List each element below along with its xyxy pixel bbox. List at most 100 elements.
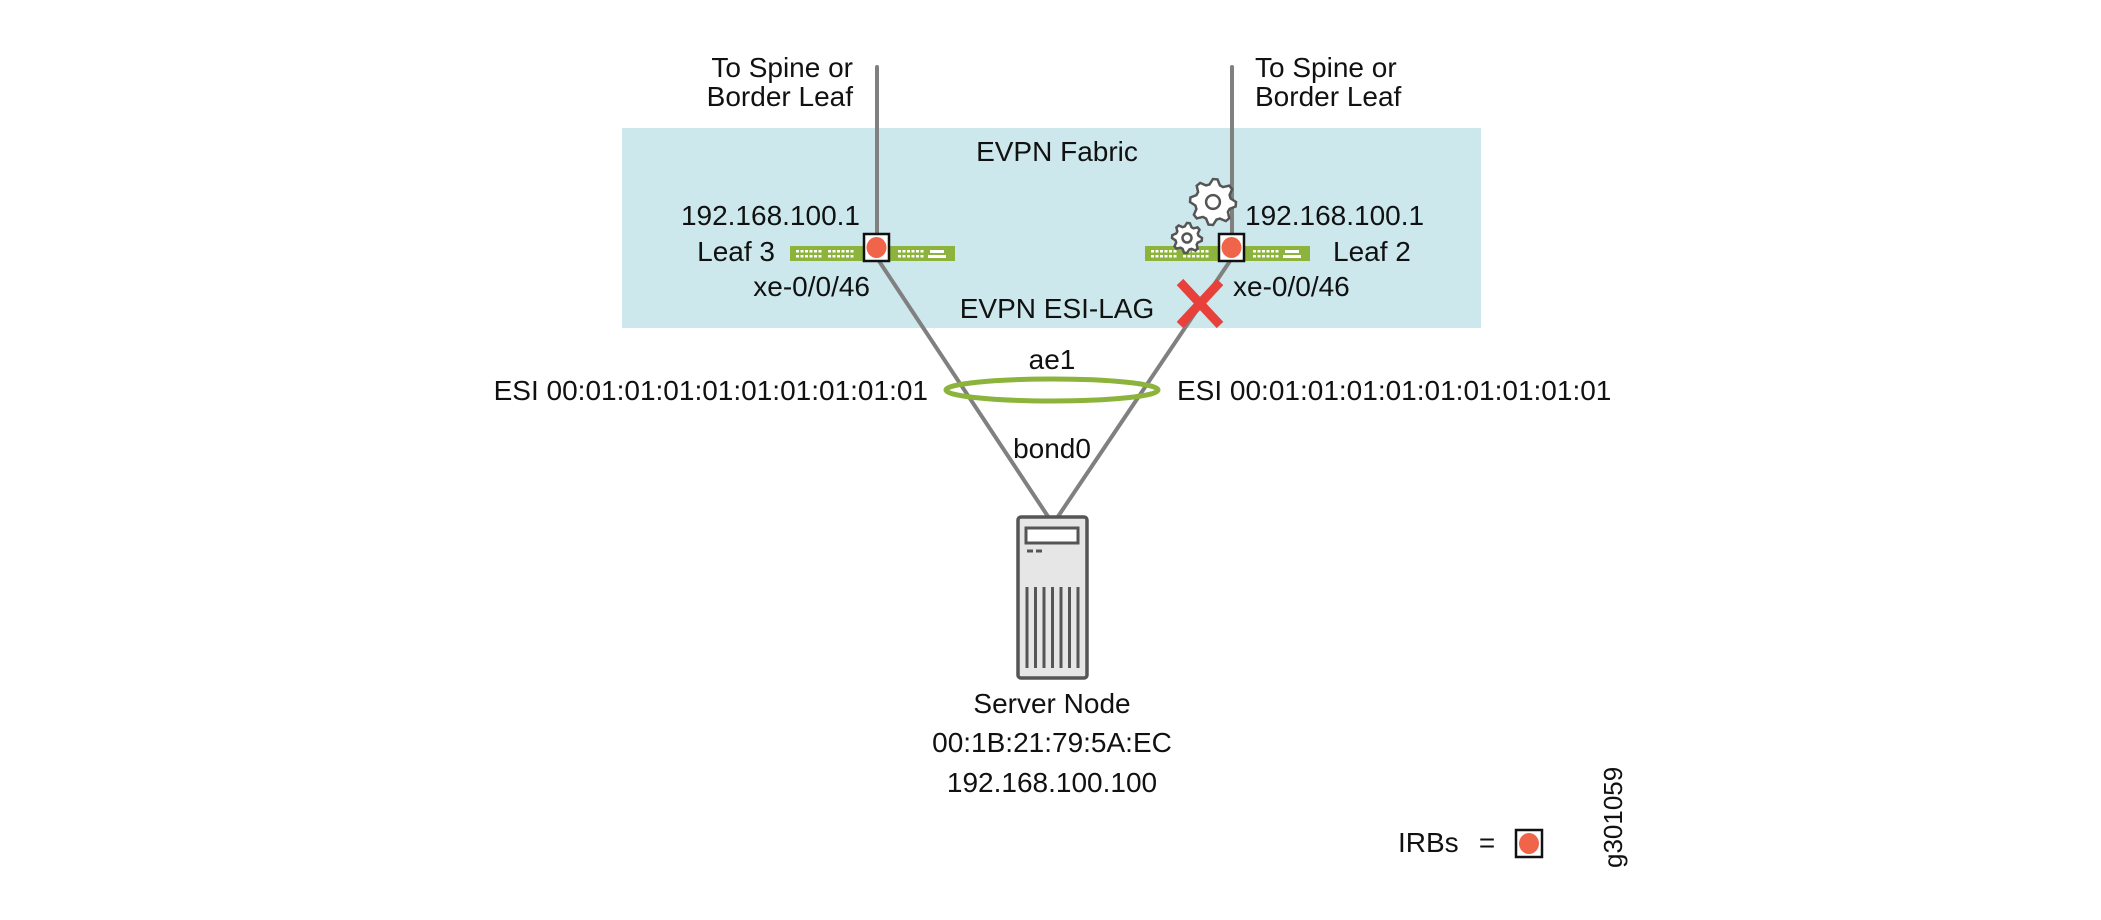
switch-port [1151, 255, 1154, 258]
switch-port [796, 250, 799, 253]
irb-dot [1519, 833, 1539, 854]
leaf2-uplink-label-1: To Spine or [1255, 52, 1397, 83]
switch-port [818, 255, 822, 258]
switch-port [1271, 250, 1274, 253]
switch-port [1169, 250, 1172, 253]
switch-port [837, 255, 840, 258]
switch-port [1253, 255, 1256, 258]
legend-label: IRBs [1398, 827, 1459, 858]
switch-port [1283, 255, 1301, 258]
switch-port [850, 255, 854, 258]
switch-port [1266, 255, 1270, 258]
switch-port [805, 255, 808, 258]
switch-port [809, 250, 813, 253]
switch-port [846, 250, 849, 253]
switch-port [911, 255, 915, 258]
leaf2-name: Leaf 2 [1333, 236, 1411, 267]
switch-port [1164, 250, 1168, 253]
leaf3-name: Leaf 3 [697, 236, 775, 267]
leaf3-switch[interactable] [790, 232, 955, 263]
switch-port [832, 250, 836, 253]
switch-port [916, 255, 919, 258]
server-node[interactable] [1016, 515, 1089, 680]
switch-port [1169, 255, 1172, 258]
switch-port [916, 250, 919, 253]
bond0-label: bond0 [1013, 433, 1091, 464]
switch-port [907, 250, 910, 253]
switch-port [1201, 250, 1204, 253]
figure-id: g301059 [1598, 767, 1628, 868]
lag-ring-icon [943, 376, 1161, 404]
leaf3-ip: 192.168.100.1 [681, 200, 860, 231]
switch-port [911, 250, 915, 253]
switch-port [1271, 255, 1274, 258]
switch-port [1155, 250, 1159, 253]
switch-port [818, 250, 822, 253]
server-display [1024, 526, 1080, 545]
server-mac: 00:1B:21:79:5A:EC [932, 727, 1172, 758]
switch-port [841, 250, 845, 253]
leaf3-interface: xe-0/0/46 [753, 271, 870, 302]
switch-port [1160, 250, 1163, 253]
switch-port [828, 255, 831, 258]
switch-port [800, 255, 804, 258]
switch-port [1262, 255, 1265, 258]
gear-icon [1188, 177, 1238, 227]
switch-port [1164, 255, 1168, 258]
switch-port [850, 250, 854, 253]
link-failure-icon [1176, 278, 1224, 329]
switch-port [1192, 255, 1195, 258]
leaf2-esi: ESI 00:01:01:01:01:01:01:01:01:01 [1177, 375, 1611, 406]
switch-port [805, 250, 808, 253]
switch-port [837, 250, 840, 253]
switch-port [902, 250, 906, 253]
switch-port [1201, 255, 1204, 258]
leaf3-uplink-label-2: Border Leaf [707, 81, 854, 112]
switch-port [898, 255, 901, 258]
ae1-label: ae1 [1029, 344, 1076, 375]
evpn-fabric-region [622, 128, 1481, 328]
switch-port [1183, 255, 1186, 258]
switch-port [1285, 250, 1299, 253]
leaf2-uplink-label-2: Border Leaf [1255, 81, 1402, 112]
server-label: Server Node [973, 688, 1130, 719]
switch-port [920, 255, 924, 258]
switch-port [930, 250, 944, 253]
switch-port [1205, 255, 1209, 258]
leaf3-uplink-label-1: To Spine or [711, 52, 853, 83]
switch-port [1187, 255, 1191, 258]
switch-port [1262, 250, 1265, 253]
switch-port [1266, 250, 1270, 253]
gear-icon [1170, 221, 1204, 255]
leaf2-ip: 192.168.100.1 [1245, 200, 1424, 231]
switch-port [928, 255, 946, 258]
leaf3-esi: ESI 00:01:01:01:01:01:01:01:01:01 [494, 375, 928, 406]
switch-port [809, 255, 813, 258]
switch-port [800, 250, 804, 253]
irb-dot [866, 237, 887, 258]
switch-port [1275, 255, 1279, 258]
switch-port [1257, 250, 1261, 253]
switch-port [1257, 255, 1261, 258]
switch-port [814, 255, 817, 258]
legend-equals: = [1479, 827, 1495, 858]
switch-port [920, 250, 924, 253]
switch-port [846, 255, 849, 258]
switch-port [1155, 255, 1159, 258]
fabric-label: EVPN Fabric [976, 136, 1138, 167]
irb-dot [1221, 237, 1242, 258]
switch-port [1173, 255, 1177, 258]
switch-port [1192, 250, 1195, 253]
switch-port [1196, 255, 1200, 258]
switch-port [796, 255, 799, 258]
leaf2-interface: xe-0/0/46 [1233, 271, 1350, 302]
switch-port [832, 255, 836, 258]
switch-port [841, 255, 845, 258]
leaf3-downlink [875, 256, 1051, 520]
switch-port [814, 250, 817, 253]
esi-lag-label: EVPN ESI-LAG [960, 293, 1155, 324]
switch-port [1275, 250, 1279, 253]
switch-port [1151, 250, 1154, 253]
switch-port [1173, 250, 1177, 253]
